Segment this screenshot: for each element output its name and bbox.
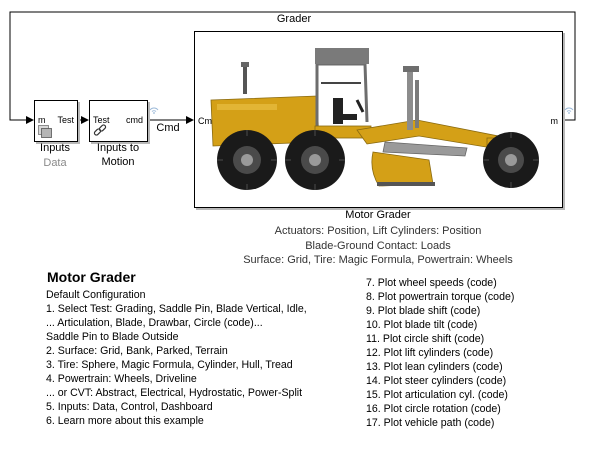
doc-left-line-4[interactable]: Saddle Pin to Blade Outside bbox=[46, 331, 179, 343]
doc-left-line-6[interactable]: 3. Tire: Sphere, Magic Formula, Cylinder… bbox=[46, 359, 293, 371]
doc-left-line-9[interactable]: 5. Inputs: Data, Control, Dashboard bbox=[46, 401, 213, 413]
doc-left-list: Default Configuration 1. Select Test: Gra… bbox=[46, 288, 307, 428]
grader-block-description-line2: Blade-Ground Contact: Loads bbox=[305, 240, 451, 252]
motion-block-name-line2: Motion bbox=[101, 156, 135, 168]
doc-right-link-4[interactable]: 10. Plot blade tilt (code) bbox=[366, 319, 478, 331]
exhaust-stack bbox=[243, 66, 247, 94]
cmd-signal-label: Cmd bbox=[156, 122, 180, 134]
doc-left-line-5[interactable]: 2. Surface: Grid, Bank, Parked, Terrain bbox=[46, 345, 228, 357]
doc-right-link-10[interactable]: 16. Plot circle rotation (code) bbox=[366, 403, 501, 415]
motion-block-name-line1: Inputs to bbox=[96, 142, 140, 154]
doc-left-line-2[interactable]: 1. Select Test: Grading, Saddle Pin, Bla… bbox=[46, 303, 307, 315]
doc-title: Motor Grader bbox=[47, 269, 136, 285]
doc-left-line-1[interactable]: Default Configuration bbox=[46, 289, 146, 301]
feedback-signal-label: Grader bbox=[276, 13, 312, 25]
feedback-signal-line[interactable] bbox=[9, 11, 576, 124]
inputs-to-motion-block[interactable]: Test cmd bbox=[89, 100, 148, 142]
wheel bbox=[217, 130, 277, 190]
doc-right-link-1[interactable]: 7. Plot wheel speeds (code) bbox=[366, 277, 497, 289]
wireless-icon bbox=[149, 107, 159, 114]
motion-port-out: cmd bbox=[125, 115, 143, 125]
inputs-port-out: Test bbox=[57, 115, 74, 125]
doc-right-list: 7. Plot wheel speeds (code) 8. Plot power… bbox=[366, 276, 514, 430]
doc-right-link-11[interactable]: 17. Plot vehicle path (code) bbox=[366, 417, 495, 429]
link-icon bbox=[93, 124, 107, 136]
moldboard-blade bbox=[371, 151, 434, 187]
grader-block-name: Motor Grader bbox=[345, 209, 411, 221]
doc-left-line-3[interactable]: ... Articulation, Blade, Drawbar, Circle… bbox=[46, 317, 263, 329]
inputs-block[interactable]: m Test bbox=[34, 100, 78, 142]
wheel bbox=[483, 132, 539, 188]
grader-port-in: Cmd bbox=[198, 116, 218, 126]
doc-right-link-8[interactable]: 14. Plot steer cylinders (code) bbox=[366, 375, 507, 387]
doc-right-link-9[interactable]: 15. Plot articulation cyl. (code) bbox=[366, 389, 508, 401]
inputs-block-variant: Data bbox=[43, 157, 67, 169]
doc-right-link-3[interactable]: 9. Plot blade shift (code) bbox=[366, 305, 481, 317]
grader-block-description-line3: Surface: Grid, Tire: Magic Formula, Powe… bbox=[243, 254, 513, 266]
motor-grader-block[interactable]: Cmd m bbox=[194, 31, 563, 208]
data-source-icon bbox=[38, 125, 52, 138]
doc-left-line-7[interactable]: 4. Powertrain: Wheels, Driveline bbox=[46, 373, 197, 385]
wheel bbox=[285, 130, 345, 190]
doc-right-link-7[interactable]: 13. Plot lean cylinders (code) bbox=[366, 361, 503, 373]
doc-left-line-8[interactable]: ... or CVT: Abstract, Electrical, Hydros… bbox=[46, 387, 303, 399]
wireless-icon bbox=[564, 107, 574, 114]
inputs-block-name: Inputs bbox=[40, 142, 70, 154]
doc-right-link-5[interactable]: 11. Plot circle shift (code) bbox=[366, 333, 485, 345]
inputs-port-in: m bbox=[38, 115, 46, 125]
doc-right-link-2[interactable]: 8. Plot powertrain torque (code) bbox=[366, 291, 515, 303]
doc-left-line-10[interactable]: 6. Learn more about this example bbox=[46, 415, 204, 427]
grader-port-out: m bbox=[550, 116, 559, 126]
motion-port-in: Test bbox=[93, 115, 110, 125]
motor-grader-image bbox=[210, 48, 539, 190]
doc-right-link-6[interactable]: 12. Plot lift cylinders (code) bbox=[366, 347, 494, 359]
grader-block-description-line1: Actuators: Position, Lift Cylinders: Pos… bbox=[274, 225, 482, 237]
